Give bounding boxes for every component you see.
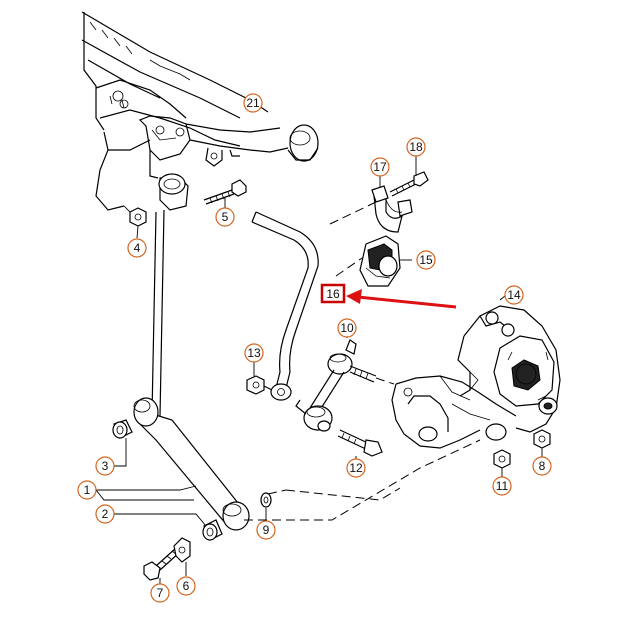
callout-14[interactable]: 14 — [504, 285, 524, 305]
callout-10[interactable]: 10 — [337, 318, 357, 338]
callout-9-label: 9 — [263, 523, 270, 537]
callout-17-label: 17 — [373, 160, 387, 174]
nut-13 — [246, 375, 265, 395]
callout-12[interactable]: 12 — [346, 458, 366, 478]
nut-8 — [533, 429, 551, 449]
callout-3-label: 3 — [102, 459, 109, 473]
callout-2[interactable]: 2 — [95, 504, 115, 524]
bushing-2 — [202, 519, 223, 541]
callout-7[interactable]: 7 — [150, 583, 170, 603]
highlight-marker: 16 — [320, 283, 457, 309]
callout-15-label: 15 — [419, 253, 433, 267]
nut-11 — [493, 449, 511, 469]
stabilizer-bar — [251, 211, 319, 401]
coupling-rod — [295, 339, 377, 432]
washer-9 — [260, 492, 272, 508]
callout-13[interactable]: 13 — [244, 343, 264, 363]
callout-3[interactable]: 3 — [95, 456, 115, 476]
callout-11[interactable]: 11 — [492, 476, 512, 496]
callout-6-label: 6 — [183, 579, 190, 593]
callout-1[interactable]: 1 — [77, 480, 97, 500]
callout-10-label: 10 — [340, 321, 354, 335]
callout-17[interactable]: 17 — [370, 157, 390, 177]
callout-6[interactable]: 6 — [176, 576, 196, 596]
bushing-3 — [112, 419, 133, 439]
leader-lines — [95, 103, 543, 584]
callout-4[interactable]: 4 — [127, 238, 147, 258]
callout-18[interactable]: 18 — [406, 137, 426, 157]
callout-18-label: 18 — [409, 140, 423, 154]
installation-lines — [244, 201, 481, 521]
callout-21-label: 21 — [246, 96, 260, 110]
callout-7-label: 7 — [157, 586, 164, 600]
callout-14-label: 14 — [507, 288, 521, 302]
callout-4-label: 4 — [134, 241, 141, 255]
callout-21[interactable]: 21 — [243, 93, 263, 113]
subframe — [81, 11, 319, 227]
bolt-12 — [337, 429, 383, 457]
eccentric-washer-6 — [173, 537, 191, 563]
callout-1-label: 1 — [84, 483, 91, 497]
callout-11-label: 11 — [496, 479, 509, 493]
bolt-18 — [389, 171, 429, 197]
callout-13-label: 13 — [247, 346, 261, 360]
callout-5-label: 5 — [222, 210, 229, 224]
callout-9[interactable]: 9 — [256, 520, 276, 540]
lower-control-arm — [133, 209, 250, 531]
callout-8-label: 8 — [539, 459, 546, 473]
callout-16-label: 16 — [326, 287, 340, 301]
bolt-7 — [143, 547, 181, 581]
callout-12-label: 12 — [349, 461, 363, 475]
rubber-bushing-15 — [359, 235, 401, 287]
clamp-17 — [371, 185, 413, 233]
callout-5[interactable]: 5 — [215, 207, 235, 227]
callout-8[interactable]: 8 — [532, 456, 552, 476]
callout-15[interactable]: 15 — [416, 250, 436, 270]
wheel-bearing-housing — [391, 305, 561, 449]
callout-2-label: 2 — [102, 507, 109, 521]
